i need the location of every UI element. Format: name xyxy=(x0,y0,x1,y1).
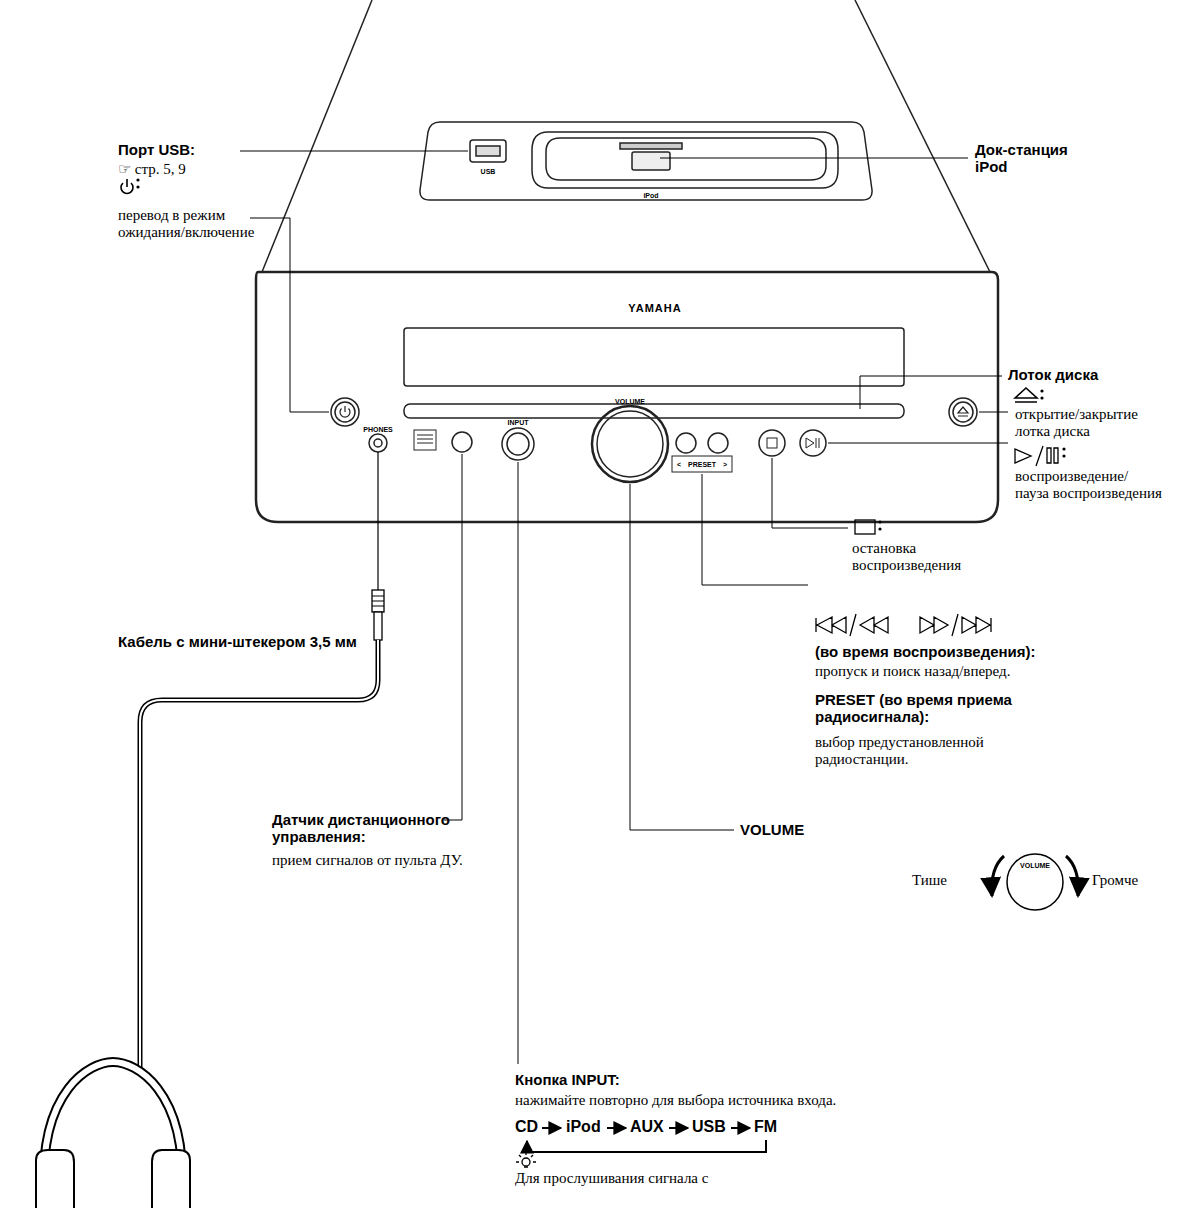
usb-port xyxy=(470,140,506,162)
panel-marking: > xyxy=(723,461,727,468)
callout-title: Датчик дистанционного управления: xyxy=(272,811,462,845)
callout-title: Кнопка INPUT: xyxy=(515,1071,620,1088)
source-name: AUX xyxy=(630,1118,664,1136)
source-name: FM xyxy=(754,1118,777,1136)
ipod-cradle xyxy=(532,132,838,188)
callout-text: выбор предустановленной радиостанции. xyxy=(815,734,1025,768)
headphones xyxy=(36,1062,190,1208)
panel-marking: < xyxy=(677,461,681,468)
callout-text: остановка воспроизведения xyxy=(852,540,982,574)
page-reference: ☞ стр. 5, 9 xyxy=(118,160,186,178)
power-button xyxy=(331,398,359,426)
callout-title: Кабель с мини-штекером 3,5 мм xyxy=(118,633,357,650)
callout-title: Порт USB: xyxy=(118,141,195,158)
cabinet-edge xyxy=(262,0,372,272)
dock-panel xyxy=(420,122,872,200)
stop-symbol xyxy=(855,520,875,534)
input-button xyxy=(502,428,534,460)
callout-text: нажимайте повторно для выбора источника … xyxy=(515,1092,836,1109)
cabinet-edge xyxy=(855,0,990,272)
callout-text: воспроизведение/ пауза воспроизведения xyxy=(1015,468,1165,502)
callout-text: открытие/закрытие лотка диска xyxy=(1015,406,1155,440)
source-name: USB xyxy=(692,1118,726,1136)
eject-button xyxy=(949,398,977,426)
panel-marking: iPod xyxy=(643,192,658,199)
direction-label: Громче xyxy=(1092,872,1138,889)
panel-marking: INPUT xyxy=(508,419,529,426)
callout-text: пропуск и поиск назад/вперед. xyxy=(815,663,1010,680)
panel-marking: PHONES xyxy=(363,426,393,433)
skip-back-button xyxy=(676,433,696,453)
callout-colons xyxy=(136,178,1065,530)
callout-title: Лоток диска xyxy=(1008,366,1098,383)
brand-logo: YAMAHA xyxy=(628,303,681,314)
panel-marking: VOLUME xyxy=(615,398,645,405)
cd-logo xyxy=(414,430,436,450)
tip-text: Для прослушивания сигнала с xyxy=(515,1170,708,1187)
volume-knob xyxy=(592,406,668,482)
tip-icon xyxy=(516,1152,536,1167)
front-panel xyxy=(256,272,998,522)
callout-title: (во время воспроизведения): xyxy=(815,643,1036,660)
source-name: CD xyxy=(515,1118,538,1136)
callout-title: VOLUME xyxy=(740,821,804,838)
skip-back-symbol xyxy=(816,614,888,636)
panel-marking: PRESET xyxy=(688,461,716,468)
headphone-cable xyxy=(140,452,384,1070)
leader-lines xyxy=(240,151,1008,1064)
callout-title: PRESET (во время приема радиосигнала): xyxy=(815,691,1045,725)
skip-forward-symbol xyxy=(920,614,991,636)
preset-box xyxy=(672,456,732,472)
panel-marking: USB xyxy=(481,168,496,175)
play-pause-symbol xyxy=(1015,446,1058,466)
callout-text: прием сигналов от пульта ДУ. xyxy=(272,852,463,869)
remote-sensor xyxy=(452,432,472,452)
callout-icons xyxy=(121,179,1058,636)
dock-connector xyxy=(632,152,670,170)
knob-label: VOLUME xyxy=(1020,862,1050,869)
eject-symbol xyxy=(1015,388,1037,402)
stop-button xyxy=(759,430,785,456)
power-symbol xyxy=(121,179,133,193)
display-window xyxy=(404,328,904,386)
callout-title: Док-станция iPod xyxy=(975,141,1090,175)
skip-forward-button xyxy=(708,433,728,453)
callout-text: перевод в режим ожидания/включение xyxy=(118,207,288,241)
play-pause-button xyxy=(800,430,826,456)
phones-jack xyxy=(369,434,387,452)
source-name: iPod xyxy=(566,1118,601,1136)
volume-icon xyxy=(992,854,1079,910)
direction-label: Тише xyxy=(912,872,947,889)
